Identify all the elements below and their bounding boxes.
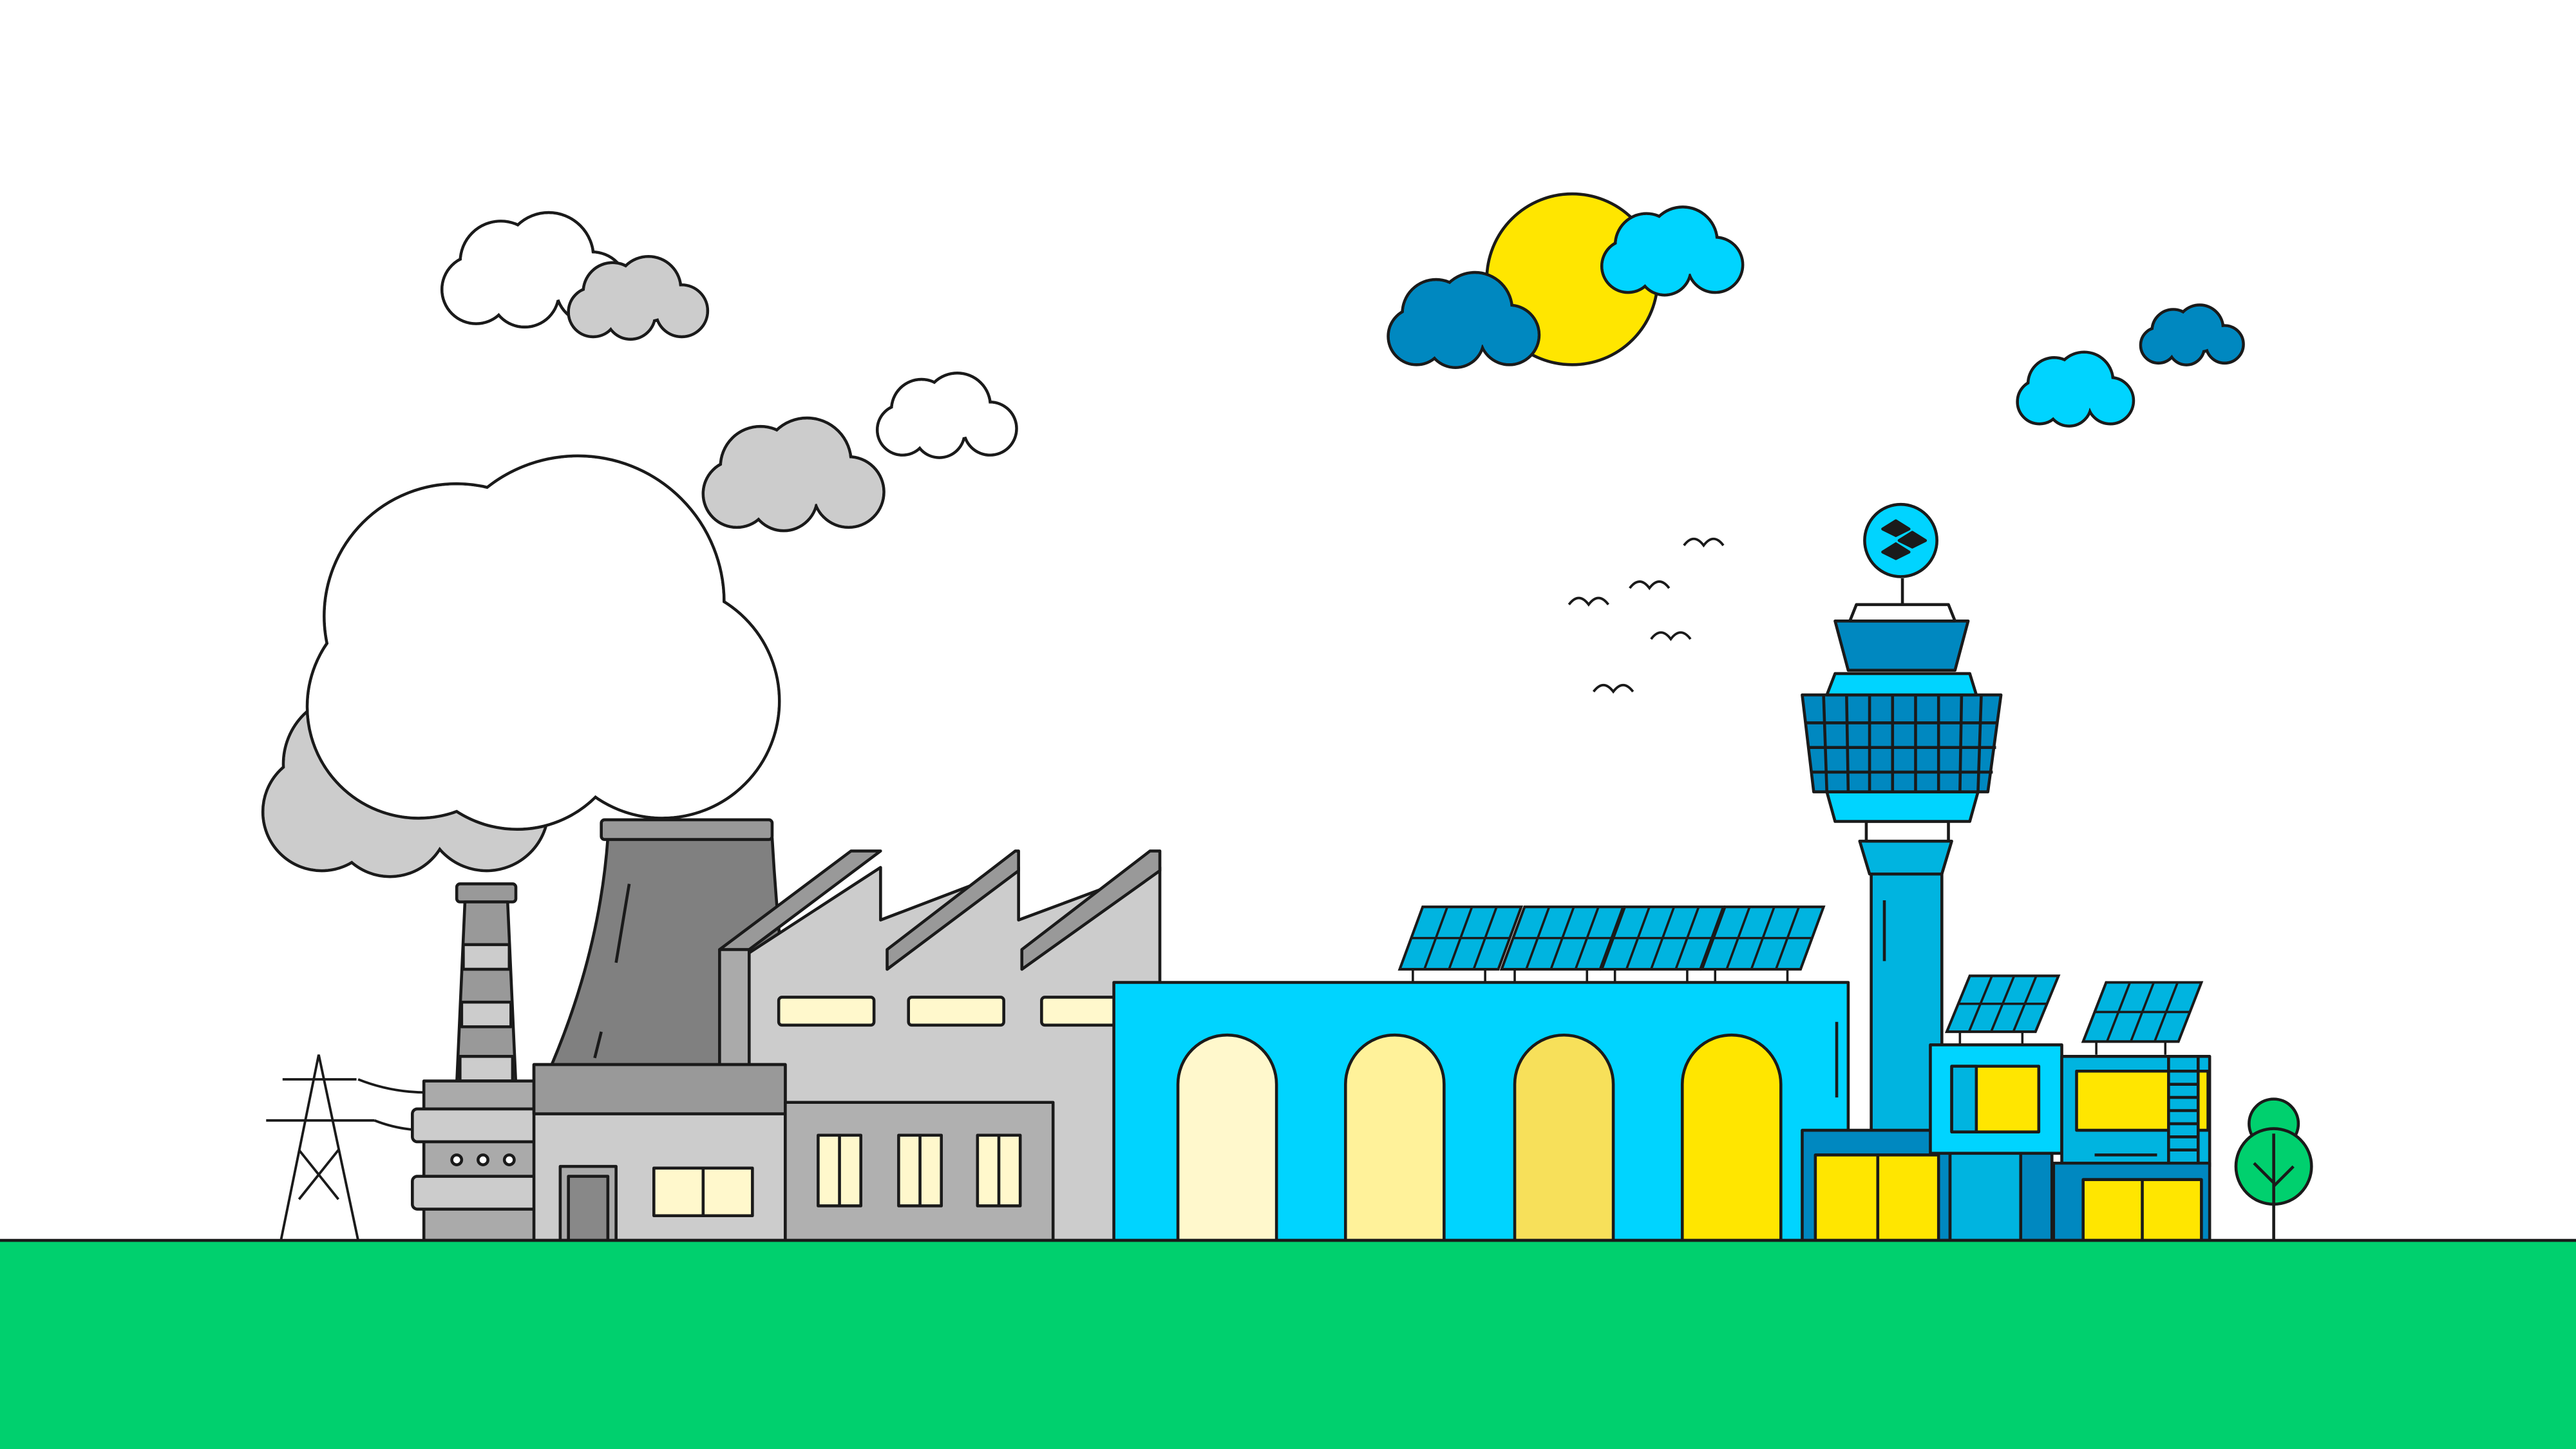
- cloud-icon: [1387, 270, 1541, 370]
- arch-window: [1176, 1033, 1278, 1242]
- solar-panel-icon: [1700, 905, 1826, 983]
- bird-icon: [1683, 537, 1725, 548]
- bird-icon: [1650, 631, 1692, 641]
- tree-icon: [2234, 1097, 2313, 1241]
- cloud-icon: [305, 454, 781, 831]
- warehouse: [532, 1063, 1055, 1242]
- renewable-hall: [1112, 981, 1850, 1242]
- arch-window: [1343, 1033, 1446, 1242]
- control-tower: [1801, 502, 2003, 1135]
- bird-icon: [1629, 580, 1671, 591]
- cloud-icon: [1600, 205, 1745, 297]
- arch-window: [1680, 1033, 1783, 1242]
- solar-panel-icon: [1499, 905, 1625, 983]
- cloud-icon: [2016, 350, 2136, 428]
- ground: [0, 1240, 2576, 1449]
- office-buildings: [1801, 1043, 2211, 1242]
- window: [777, 996, 876, 1027]
- bird-icon: [1567, 596, 1609, 607]
- solar-panel-icon: [1397, 905, 1524, 983]
- smoke-cloud: [261, 454, 781, 878]
- cloud-icon: [567, 254, 710, 341]
- chimney: [411, 882, 541, 1242]
- window: [907, 996, 1005, 1027]
- bird-icon: [1592, 683, 1634, 694]
- door: [567, 1175, 610, 1242]
- solar-panel-icon: [1600, 905, 1725, 983]
- cloud-icon: [875, 371, 1018, 459]
- cloud-icon: [2139, 303, 2245, 366]
- arch-window: [1513, 1033, 1615, 1242]
- solar-panel-icon: [2081, 981, 2204, 1055]
- solar-panel-icon: [1944, 974, 2061, 1045]
- solar-panels: [1397, 905, 2204, 1055]
- cloud-icon: [701, 416, 886, 533]
- birds: [1567, 537, 1725, 694]
- clouds: [440, 205, 2245, 533]
